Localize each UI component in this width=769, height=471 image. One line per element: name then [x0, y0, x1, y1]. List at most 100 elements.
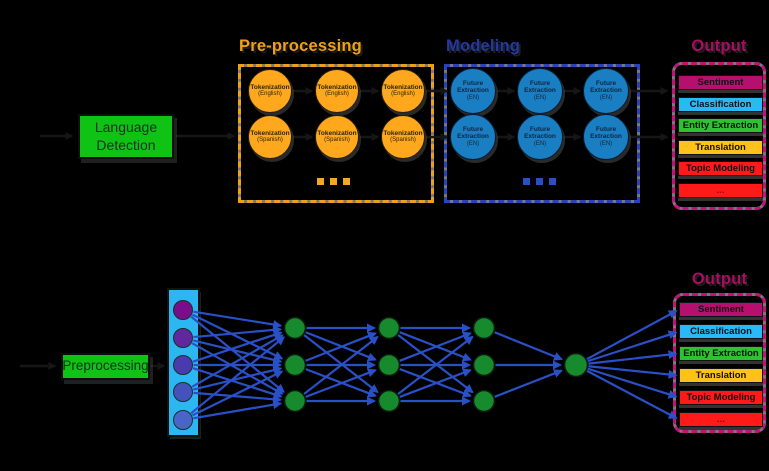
pipeline-node-variant: (EN)	[533, 94, 547, 101]
network-connection	[586, 309, 678, 361]
pipeline-node-name: Tokenization	[383, 83, 423, 91]
network-connection	[190, 336, 285, 415]
pipeline-node: Tokenization(Spanish)	[315, 115, 359, 159]
network-connection	[303, 334, 379, 394]
pipeline-node-name: Tokenization	[250, 129, 290, 137]
network-connection	[399, 331, 472, 362]
output-item-classification: Classification	[679, 324, 763, 339]
output-item-entity-extraction: Entity Extraction	[678, 118, 763, 133]
preprocessing-frame	[238, 64, 434, 203]
output-item-more: ...	[679, 412, 763, 427]
output-item-sentiment: Sentiment	[679, 302, 763, 317]
network-connection	[192, 365, 283, 391]
pipeline-node-variant: (EN)	[599, 94, 613, 101]
pipeline-node: Future Extraction(EN)	[450, 68, 496, 114]
ellipsis-dot	[330, 178, 337, 185]
input-node	[173, 410, 193, 430]
network-connection	[587, 330, 678, 363]
hidden-node	[472, 353, 496, 377]
network-connection	[191, 370, 284, 417]
hidden-node	[377, 353, 401, 377]
pipeline-node-name: Future Extraction	[457, 79, 489, 95]
output-top-frame	[672, 62, 766, 210]
language-detection-box: Language Detection	[78, 114, 174, 159]
output-item-topic-modeling: Topic Modeling	[679, 390, 763, 405]
output-item-entity-extraction: Entity Extraction	[679, 346, 763, 361]
hidden-node	[377, 389, 401, 413]
output-item-more: ...	[678, 182, 763, 198]
pipeline-node-variant: (English)	[391, 91, 415, 98]
pipeline-node-variant: (Spanish)	[257, 137, 283, 144]
pipeline-node-name: Future Extraction	[524, 125, 556, 141]
pipeline-node-variant: (EN)	[466, 94, 480, 101]
network-connection	[397, 334, 474, 394]
output-item-classification: Classification	[678, 96, 763, 112]
output-item-translation: Translation	[679, 368, 763, 383]
pipeline-node-variant: (Spanish)	[390, 137, 416, 144]
hidden-node	[283, 316, 307, 340]
ellipsis-dot	[523, 178, 530, 185]
network-connection	[193, 391, 283, 404]
output-bottom-section-title: Output	[691, 270, 748, 288]
preprocessing-section-title: Pre-processing	[239, 37, 362, 55]
network-connection	[193, 400, 283, 420]
hidden-node	[472, 389, 496, 413]
ellipsis-dot	[536, 178, 543, 185]
pipeline-node-name: Tokenization	[317, 83, 357, 91]
network-connection	[193, 310, 283, 329]
network-connection	[303, 335, 379, 395]
neural-network-svg	[167, 288, 678, 439]
input-node	[173, 300, 193, 320]
pipeline-node-name: Future Extraction	[457, 125, 489, 141]
language-detection-label: Language Detection	[94, 119, 158, 153]
pipeline-node-name: Tokenization	[317, 129, 357, 137]
output-bottom-frame	[673, 293, 766, 433]
pipeline-node-variant: (EN)	[599, 140, 613, 147]
pipeline-node: Future Extraction(EN)	[517, 114, 563, 160]
pipeline-node: Tokenization(English)	[381, 69, 425, 113]
network-connection	[305, 331, 377, 362]
network-connection	[586, 369, 678, 420]
pipeline-node-variant: (EN)	[533, 140, 547, 147]
pipeline-node: Tokenization(English)	[315, 69, 359, 113]
pipeline-node: Tokenization(English)	[248, 69, 292, 113]
network-connection	[193, 325, 283, 339]
network-connection	[494, 369, 563, 398]
output-item-topic-modeling: Topic Modeling	[678, 161, 763, 176]
pipeline-node: Future Extraction(EN)	[583, 114, 629, 160]
pipeline-node-variant: (English)	[258, 91, 282, 98]
pipeline-node-variant: (English)	[325, 91, 349, 98]
network-connection	[192, 367, 283, 399]
network-connection	[397, 335, 474, 395]
network-connection	[191, 334, 284, 388]
network-connection	[191, 342, 284, 395]
pipeline-node-variant: (EN)	[466, 140, 480, 147]
input-node	[173, 382, 193, 402]
preprocessing-label: Preprocessing	[62, 358, 149, 374]
input-node	[173, 355, 193, 375]
output-item-translation: Translation	[678, 139, 763, 155]
output-item-sentiment: Sentiment	[678, 75, 763, 90]
ellipsis-dot	[549, 178, 556, 185]
network-connection	[192, 330, 283, 363]
pipeline-node: Future Extraction(EN)	[583, 68, 629, 114]
preprocessing-box: Preprocessing	[61, 353, 150, 380]
network-connection	[192, 339, 283, 365]
ellipsis-dot	[343, 178, 350, 185]
modeling-ellipsis-dots	[523, 178, 556, 185]
network-connection	[305, 368, 377, 398]
network-connection	[588, 365, 678, 379]
modeling-section-title: Modeling	[446, 37, 521, 55]
hidden-node	[283, 389, 307, 413]
hidden-node	[377, 316, 401, 340]
pipeline-node-variant: (Spanish)	[324, 137, 350, 144]
pipeline-node: Future Extraction(EN)	[517, 68, 563, 114]
hidden-node	[472, 316, 496, 340]
ellipsis-dot	[317, 178, 324, 185]
output-node	[563, 352, 589, 378]
pipeline-node: Tokenization(Spanish)	[248, 115, 292, 159]
